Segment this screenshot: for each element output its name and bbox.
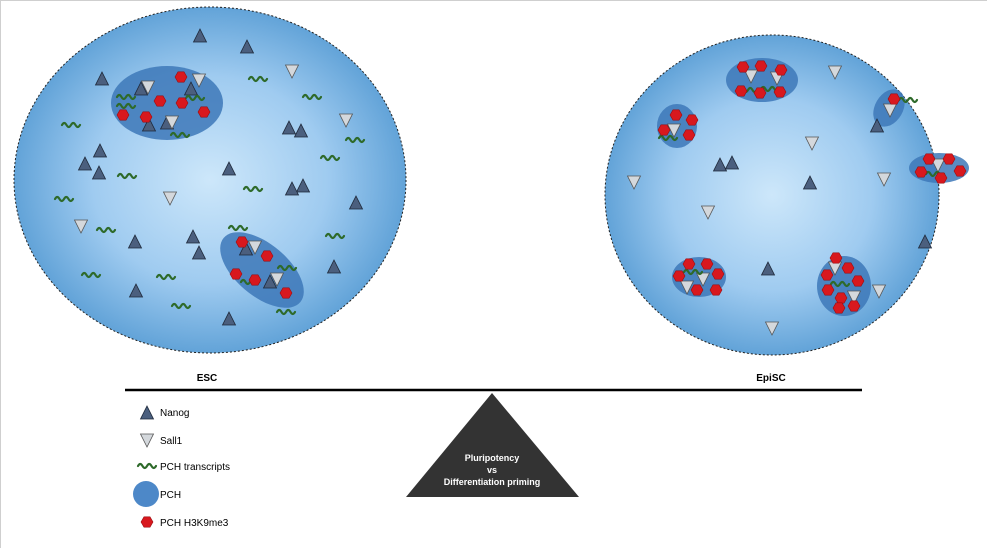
legend: Nanog Sall1 PCH transcripts PCH PCH H3K9… <box>133 405 230 529</box>
h3k9me3-hexagon-icon <box>116 109 130 121</box>
legend-label-sall1: Sall1 <box>160 436 183 447</box>
nanog-triangle-icon <box>140 405 154 420</box>
legend-label-pch: PCH <box>160 490 181 501</box>
h3k9me3-hexagon-icon <box>820 269 834 281</box>
h3k9me3-hexagon-icon <box>841 262 855 274</box>
h3k9me3-hexagon-icon <box>736 61 750 73</box>
h3k9me3-hexagon-icon <box>682 129 696 141</box>
h3k9me3-hexagon-icon <box>934 172 948 184</box>
h3k9me3-hexagon-icon <box>774 64 788 76</box>
h3k9me3-hexagon-icon <box>851 275 865 287</box>
pch-transcript-wave-icon <box>136 462 158 470</box>
h3k9me3-hexagon-icon <box>153 95 167 107</box>
h3k9me3-hexagon-icon <box>942 153 956 165</box>
fulcrum-line-3: Differentiation priming <box>444 477 541 487</box>
fulcrum-line-1: Pluripotency <box>465 453 520 463</box>
h3k9me3-hexagon-icon <box>672 270 686 282</box>
sall1-triangle-icon <box>140 433 154 448</box>
fulcrum-line-2: vs <box>487 465 497 475</box>
h3k9me3-hexagon-icon <box>700 258 714 270</box>
h3k9me3-hexagon-icon <box>690 284 704 296</box>
legend-label-nanog: Nanog <box>160 408 189 419</box>
h3k9me3-hexagon-icon <box>669 109 683 121</box>
legend-label-pch-transcripts: PCH transcripts <box>160 462 230 473</box>
fulcrum-triangle <box>406 393 579 497</box>
h3k9me3-hexagon-icon <box>887 93 901 105</box>
h3k9me3-hexagon-icon <box>682 258 696 270</box>
h3k9me3-hexagon-icon <box>175 97 189 109</box>
h3k9me3-hexagon-icon <box>174 71 188 83</box>
h3k9me3-hexagon-icon <box>773 86 787 98</box>
h3k9me3-hexagon-icon <box>248 274 262 286</box>
h3k9me3-hexagon-icon <box>235 236 249 248</box>
pch-circle-icon <box>133 481 159 507</box>
h3k9me3-hexagon-icon <box>914 166 928 178</box>
esc-label: ESC <box>197 373 218 384</box>
h3k9me3-hexagon-icon <box>832 302 846 314</box>
episc-label: EpiSC <box>756 373 785 384</box>
h3k9me3-hexagon-icon <box>279 287 293 299</box>
h3k9me3-hexagon-icon <box>685 114 699 126</box>
h3k9me3-hexagon-icon <box>821 284 835 296</box>
esc-nucleus <box>13 6 407 354</box>
esc-pch-domain <box>111 66 223 140</box>
h3k9me3-hexagon-icon <box>753 87 767 99</box>
h3k9me3-hexagon-icon <box>139 111 153 123</box>
h3k9me3-hexagon-icon <box>754 60 768 72</box>
h3k9me3-hexagon-icon <box>734 85 748 97</box>
h3k9me3-hexagon-icon <box>229 268 243 280</box>
h3k9me3-hexagon-icon <box>847 300 861 312</box>
h3k9me3-hexagon-icon <box>709 284 723 296</box>
h3k9me3-hexagon-icon <box>922 153 936 165</box>
h3k9me3-hexagon-icon <box>711 268 725 280</box>
h3k9me3-hexagon-icon <box>197 106 211 118</box>
h3k9me3-hexagon-icon <box>260 250 274 262</box>
h3k9me3-hexagon-icon <box>657 124 671 136</box>
h3k9me3-hexagon-icon <box>834 292 848 304</box>
legend-label-h3k9me3: PCH H3K9me3 <box>160 518 229 529</box>
h3k9me3-hexagon-icon <box>140 516 154 528</box>
h3k9me3-hexagon-icon <box>829 252 843 264</box>
h3k9me3-hexagon-icon <box>953 165 967 177</box>
